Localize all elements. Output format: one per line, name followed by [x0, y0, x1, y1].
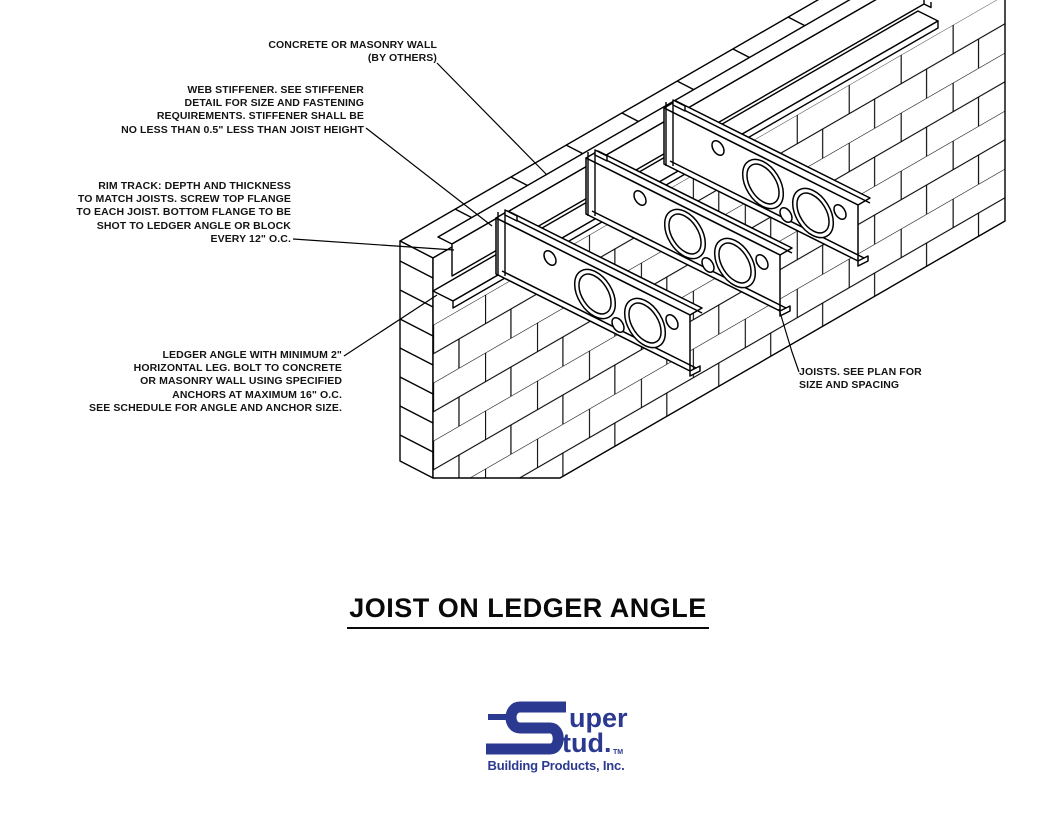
leader-web-stiffener: [365, 127, 493, 227]
leader-joists: [778, 308, 800, 373]
leader-ledger-angle: [343, 294, 438, 357]
leader-concrete-wall: [436, 62, 548, 176]
joist-punchout-inner: [628, 302, 662, 344]
joist-punchout-inner: [578, 273, 612, 315]
joist-punchout-inner: [668, 213, 702, 255]
label-concrete-wall: CONCRETE OR MASONRY WALL (BY OTHERS): [268, 39, 437, 65]
label-line: TO EACH JOIST. BOTTOM FLANGE TO BE: [76, 206, 291, 219]
detail-title-row: JOIST ON LEDGER ANGLE: [0, 593, 1056, 629]
label-line: DETAIL FOR SIZE AND FASTENING: [184, 97, 364, 110]
label-line: SEE SCHEDULE FOR ANGLE AND ANCHOR SIZE.: [89, 401, 342, 414]
joist-flange-lip: [591, 155, 793, 309]
joist-punchout-inner: [796, 192, 830, 234]
joist-service-hole: [701, 256, 715, 274]
leader-lines: [292, 62, 800, 373]
joist-service-hole: [711, 139, 725, 157]
web-stiffener-flange: [672, 99, 686, 112]
joist-service-hole: [611, 316, 625, 334]
joist-punchout-inner: [718, 242, 752, 284]
label-line: TO MATCH JOISTS. SCREW TOP FLANGE: [77, 193, 291, 206]
web-stiffener-flange: [504, 209, 518, 222]
joist-service-hole: [779, 206, 793, 224]
logo-tagline: Building Products, Inc.: [488, 758, 625, 773]
label-line: SHOT TO LEDGER ANGLE OR BLOCK: [96, 219, 291, 232]
logo-word-stud: tud.: [562, 728, 611, 758]
label-line: OR MASONRY WALL USING SPECIFIED: [140, 375, 342, 388]
joist-service-hole: [665, 313, 679, 331]
label-line: JOISTS. SEE PLAN FOR: [799, 366, 922, 378]
joist-service-hole: [633, 189, 647, 207]
label-rim-track: RIM TRACK: DEPTH AND THICKNESS TO MATCH …: [76, 180, 291, 246]
wall-end-course-lines: [399, 260, 434, 453]
logo-word-super: uper: [569, 703, 628, 733]
joist: [663, 100, 871, 267]
joist-end-bottom-hook: [857, 255, 869, 267]
web-stiffener-profile: [497, 212, 506, 276]
label-line: ANCHORS AT MAXIMUM 16" O.C.: [172, 388, 342, 401]
logo-trademark: TM: [613, 749, 623, 756]
rim-track-top-flange: [437, 0, 877, 245]
label-line: RIM TRACK: DEPTH AND THICKNESS: [98, 180, 291, 192]
label-ledger-angle: LEDGER ANGLE WITH MINIMUM 2" HORIZONTAL …: [89, 349, 342, 415]
label-line: WEB STIFFENER. SEE STIFFENER: [187, 84, 364, 96]
label-line: LEDGER ANGLE WITH MINIMUM 2": [162, 349, 342, 361]
label-line: HORIZONTAL LEG. BOLT TO CONCRETE: [133, 362, 342, 375]
wall-end-face: [399, 240, 434, 479]
joist-punchout-inner: [746, 163, 780, 205]
joist: [495, 210, 703, 377]
web-stiffener-flange: [594, 149, 608, 162]
label-line: EVERY 12" O.C.: [210, 232, 291, 245]
company-logo: uper tud. TM Building Products, Inc.: [486, 701, 628, 773]
rim-track-end-cut: [923, 2, 932, 9]
joist-end-bottom-hook: [689, 365, 701, 377]
joist: [585, 150, 793, 317]
logo-s-swoosh-icon: [486, 701, 566, 755]
label-line: NO LESS THAN 0.5" LESS THAN JOIST HEIGHT: [121, 123, 364, 136]
label-line: SIZE AND SPACING: [799, 379, 900, 392]
web-stiffener-profile: [587, 152, 596, 216]
label-web-stiffener: WEB STIFFENER. SEE STIFFENER DETAIL FOR …: [121, 84, 364, 137]
web-stiffener-profile: [665, 102, 674, 166]
label-line: REQUIREMENTS. STIFFENER SHALL BE: [156, 110, 364, 123]
joist-service-hole: [543, 249, 557, 267]
web-stiffeners: [497, 99, 686, 276]
joist-flange-lip: [669, 105, 871, 259]
joist-flange-lip: [501, 215, 703, 369]
joist-service-hole: [833, 203, 847, 221]
label-line: CONCRETE OR MASONRY WALL: [268, 39, 437, 51]
label-line: (BY OTHERS): [367, 52, 437, 65]
joist-service-hole: [755, 253, 769, 271]
label-joists: JOISTS. SEE PLAN FOR SIZE AND SPACING: [799, 366, 922, 392]
detail-title: JOIST ON LEDGER ANGLE: [347, 593, 709, 629]
leader-rim-track: [292, 238, 455, 251]
